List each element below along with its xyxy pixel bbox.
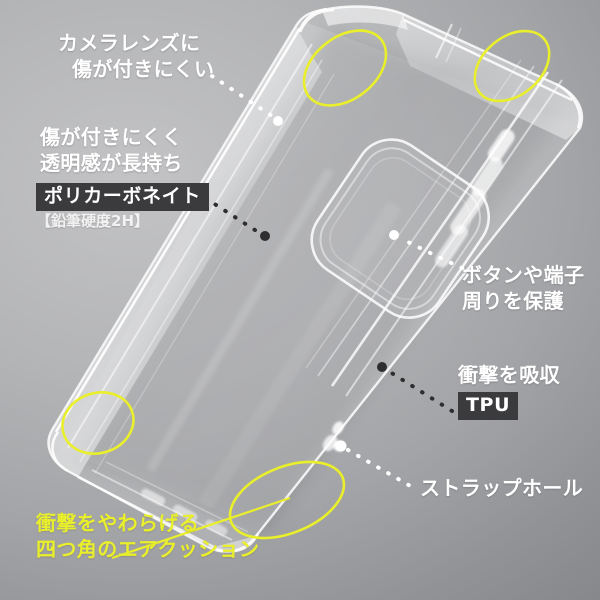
label-air-cushion-line1: 衝撃をやわらげる [36, 511, 200, 535]
badge-polycarbonate: ポリカーボネイト [36, 183, 209, 212]
label-camera-line2: 傷が付きにくい [72, 57, 215, 81]
label-polycarbonate-line2: 透明感が長持ち [40, 151, 183, 175]
label-air-cushion-line2: 四つ角のエアクッション [36, 537, 260, 561]
label-polycarbonate-line1: 傷が付きにくく [40, 125, 183, 149]
case-surface-details [60, 20, 580, 530]
label-strap-hole: ストラップホール [420, 476, 584, 500]
label-camera: カメラレンズに 傷が付きにくい [58, 30, 214, 82]
label-buttons-ports: ボタンや端子 周りを保護 [462, 262, 584, 314]
label-buttons-line1: ボタンや端子 [462, 263, 585, 287]
label-tpu-title: 衝撃を吸収 [458, 363, 560, 387]
label-camera-line1: カメラレンズに [58, 31, 201, 55]
badge-tpu: TPU [458, 392, 519, 421]
label-pencil-hardness: 【鉛筆硬度2H】 [36, 212, 149, 230]
back-reflections [146, 167, 402, 510]
case-top-edge [298, 6, 477, 63]
camera-cutout [310, 138, 491, 319]
label-air-cushion: 衝撃をやわらげる 四つ角のエアクッション [36, 510, 259, 562]
label-buttons-line2: 周りを保護 [462, 289, 564, 313]
